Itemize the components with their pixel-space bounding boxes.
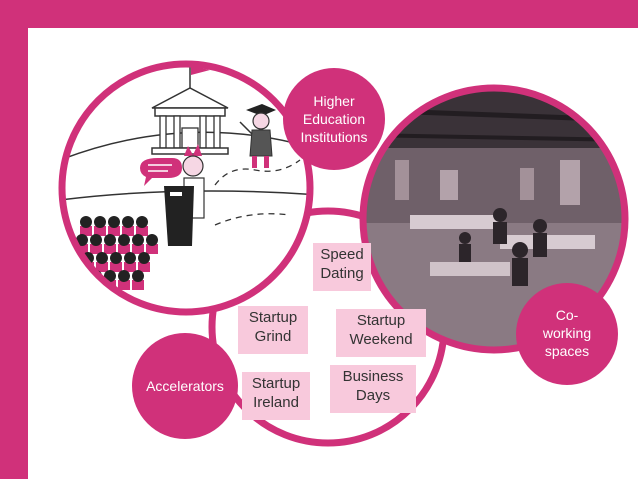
speaker-figure-icon xyxy=(140,144,205,246)
speed-dating-tag: Speed Dating xyxy=(313,243,371,291)
coworking-label: Co- working spaces xyxy=(542,307,592,359)
accelerators-label: Accelerators xyxy=(146,378,224,394)
higher-education-label: Higher Education Institutions xyxy=(300,93,368,145)
university-illustration xyxy=(58,60,314,316)
accelerators-circle xyxy=(132,333,238,439)
startup-ireland-tag: Startup Ireland xyxy=(242,372,310,420)
graduate-figure-icon xyxy=(239,104,276,168)
startup-grind-tag: Startup Grind xyxy=(238,306,308,354)
business-days-tag: Business Days xyxy=(330,365,416,413)
coworking-circle xyxy=(516,283,618,385)
startup-weekend-tag: Startup Weekend xyxy=(336,309,426,357)
higher-education-circle xyxy=(283,68,385,170)
